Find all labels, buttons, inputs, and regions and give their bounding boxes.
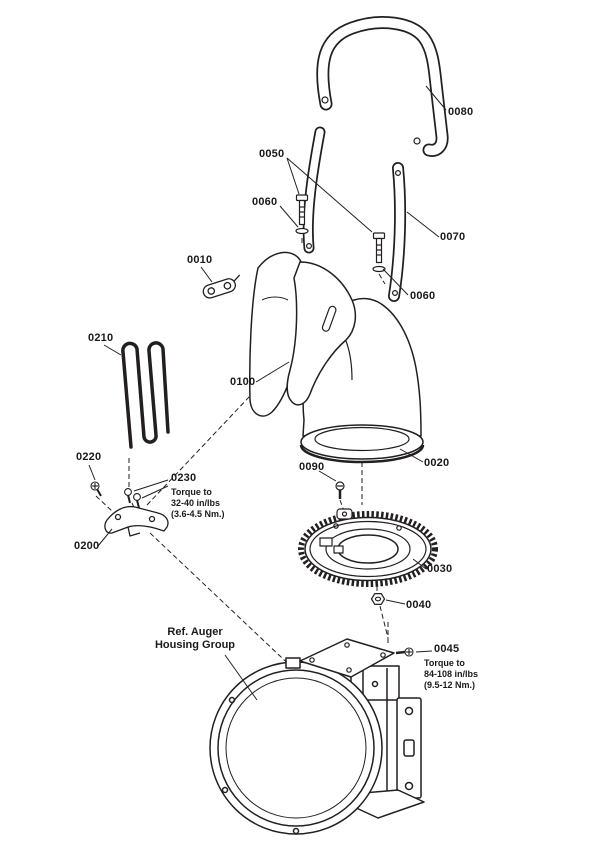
- torque-note-line: (9.5-12 Nm.): [424, 680, 476, 690]
- callout-0010: 0010: [187, 254, 213, 266]
- callout-0060-b: 0060: [410, 290, 436, 302]
- flange-nut: [370, 593, 386, 605]
- screws-0230: [124, 488, 141, 509]
- chute-mount-plate: [299, 638, 395, 678]
- ref-note-line: Ref. Auger: [167, 626, 223, 638]
- auger-housing-opening: [209, 657, 383, 835]
- carriage-bolt-a: [295, 194, 309, 235]
- mount-bracket: [104, 505, 169, 537]
- chute-handle: [316, 16, 449, 157]
- torque-note-0045: Torque to 84-108 in/lbs (9.5-12 Nm.): [424, 658, 478, 691]
- torque-note-line: Torque to: [171, 487, 212, 497]
- ring-gear: [298, 508, 438, 587]
- callout-0230: 0230: [171, 472, 197, 484]
- callout-0100: 0100: [230, 376, 256, 388]
- callout-0070: 0070: [440, 231, 466, 243]
- ref-auger-housing-note: Ref. Auger Housing Group: [140, 626, 250, 652]
- crank-fitting: [202, 274, 241, 299]
- ref-note-line: Housing Group: [154, 639, 236, 651]
- callout-0210: 0210: [88, 332, 114, 344]
- housing-side-bracket: [396, 697, 422, 799]
- torque-note-line: Torque to: [424, 658, 465, 668]
- callout-0200: 0200: [74, 540, 100, 552]
- screw-0220: [90, 481, 102, 497]
- wire-spring: [121, 341, 170, 449]
- callout-0050: 0050: [259, 148, 285, 160]
- screw-0045: [395, 647, 414, 657]
- screw-0090: [335, 481, 345, 499]
- right-support-strap: [388, 162, 407, 302]
- torque-note-line: (3.6-4.5 Nm.): [171, 509, 225, 519]
- callout-0090: 0090: [299, 461, 325, 473]
- callout-0045: 0045: [434, 643, 460, 655]
- leader-lines: [88, 85, 447, 701]
- callout-0060-a: 0060: [252, 196, 278, 208]
- left-support-strap: [302, 126, 326, 254]
- torque-note-line: 84-108 in/lbs: [424, 669, 479, 679]
- torque-note-line: 32-40 in/lbs: [171, 498, 221, 508]
- callout-0040: 0040: [406, 599, 432, 611]
- callout-0220: 0220: [76, 451, 102, 463]
- torque-note-0230: Torque to 32-40 in/lbs (3.6-4.5 Nm.): [171, 487, 225, 520]
- carriage-bolt-b: [372, 232, 386, 273]
- callout-0030: 0030: [427, 563, 453, 575]
- callout-0080: 0080: [448, 106, 474, 118]
- chute-deflector: [249, 251, 357, 417]
- callout-0020: 0020: [424, 457, 450, 469]
